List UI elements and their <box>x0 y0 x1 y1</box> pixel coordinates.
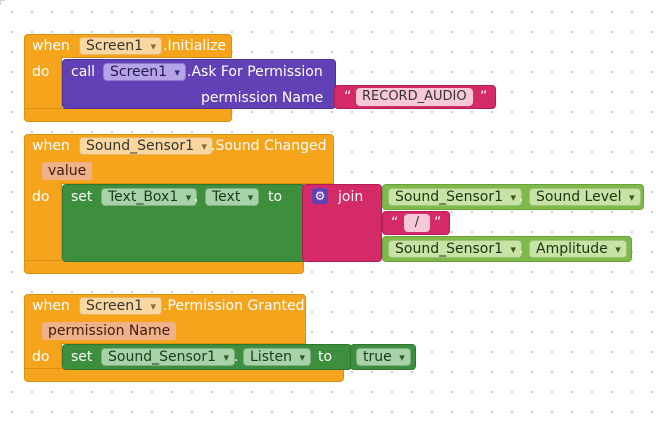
set-label: set <box>71 349 93 365</box>
dot-label: . <box>234 349 239 365</box>
event-footer[interactable] <box>24 260 304 274</box>
method-label: .Ask For Permission <box>187 64 323 80</box>
item1-component-dropdown[interactable]: Sound_Sensor1 <box>388 188 522 206</box>
do-label: do <box>32 189 50 205</box>
item3-component-dropdown[interactable]: Sound_Sensor1 <box>388 240 522 258</box>
to-label: to <box>318 349 333 365</box>
string-value-field[interactable]: RECORD_AUDIO <box>356 88 473 106</box>
item1-property-dropdown[interactable]: Sound Level <box>529 188 641 206</box>
event-footer[interactable] <box>24 368 344 382</box>
param-name-label: permission Name <box>201 90 324 106</box>
quote-open: “ <box>344 89 352 105</box>
target-property-dropdown[interactable]: Listen <box>243 348 311 366</box>
boolean-value-dropdown[interactable]: true <box>356 348 411 366</box>
quote-close: ” <box>480 89 488 105</box>
component-dropdown[interactable]: Screen1 <box>79 37 163 55</box>
when-label: when <box>32 138 70 154</box>
when-label: when <box>32 298 70 314</box>
do-label: do <box>32 349 50 365</box>
event-name-label: .Initialize <box>163 38 227 54</box>
event-param-permission-name[interactable]: permission Name <box>42 322 177 340</box>
item3-property-dropdown[interactable]: Amplitude <box>529 240 627 258</box>
dot-label: . <box>194 189 199 205</box>
event-body-left[interactable] <box>24 182 62 264</box>
call-component-dropdown[interactable]: Screen1 <box>103 63 187 81</box>
component-dropdown[interactable]: Sound_Sensor1 <box>79 137 213 155</box>
event-body-left[interactable] <box>24 56 62 112</box>
when-label: when <box>32 38 70 54</box>
gear-icon[interactable]: ⚙ <box>312 188 328 204</box>
quote-close: ” <box>434 215 442 231</box>
dot-label: . <box>519 241 524 257</box>
target-component-dropdown[interactable]: Text_Box1 <box>101 188 198 206</box>
component-dropdown[interactable]: Screen1 <box>79 297 163 315</box>
quote-open: “ <box>391 215 399 231</box>
join-label: join <box>338 189 364 205</box>
to-label: to <box>268 189 283 205</box>
set-label: set <box>71 189 93 205</box>
target-component-dropdown[interactable]: Sound_Sensor1 <box>101 348 235 366</box>
event-name-label: .Permission Granted <box>163 298 305 314</box>
event-param-value[interactable]: value <box>42 162 93 180</box>
event-name-label: .Sound Changed <box>211 138 327 154</box>
call-label: call <box>71 64 96 80</box>
dot-label: . <box>519 189 524 205</box>
event-footer[interactable] <box>24 108 232 122</box>
target-property-dropdown[interactable]: Text <box>205 188 260 206</box>
do-label: do <box>32 64 50 80</box>
separator-value-field[interactable]: / <box>404 214 430 232</box>
